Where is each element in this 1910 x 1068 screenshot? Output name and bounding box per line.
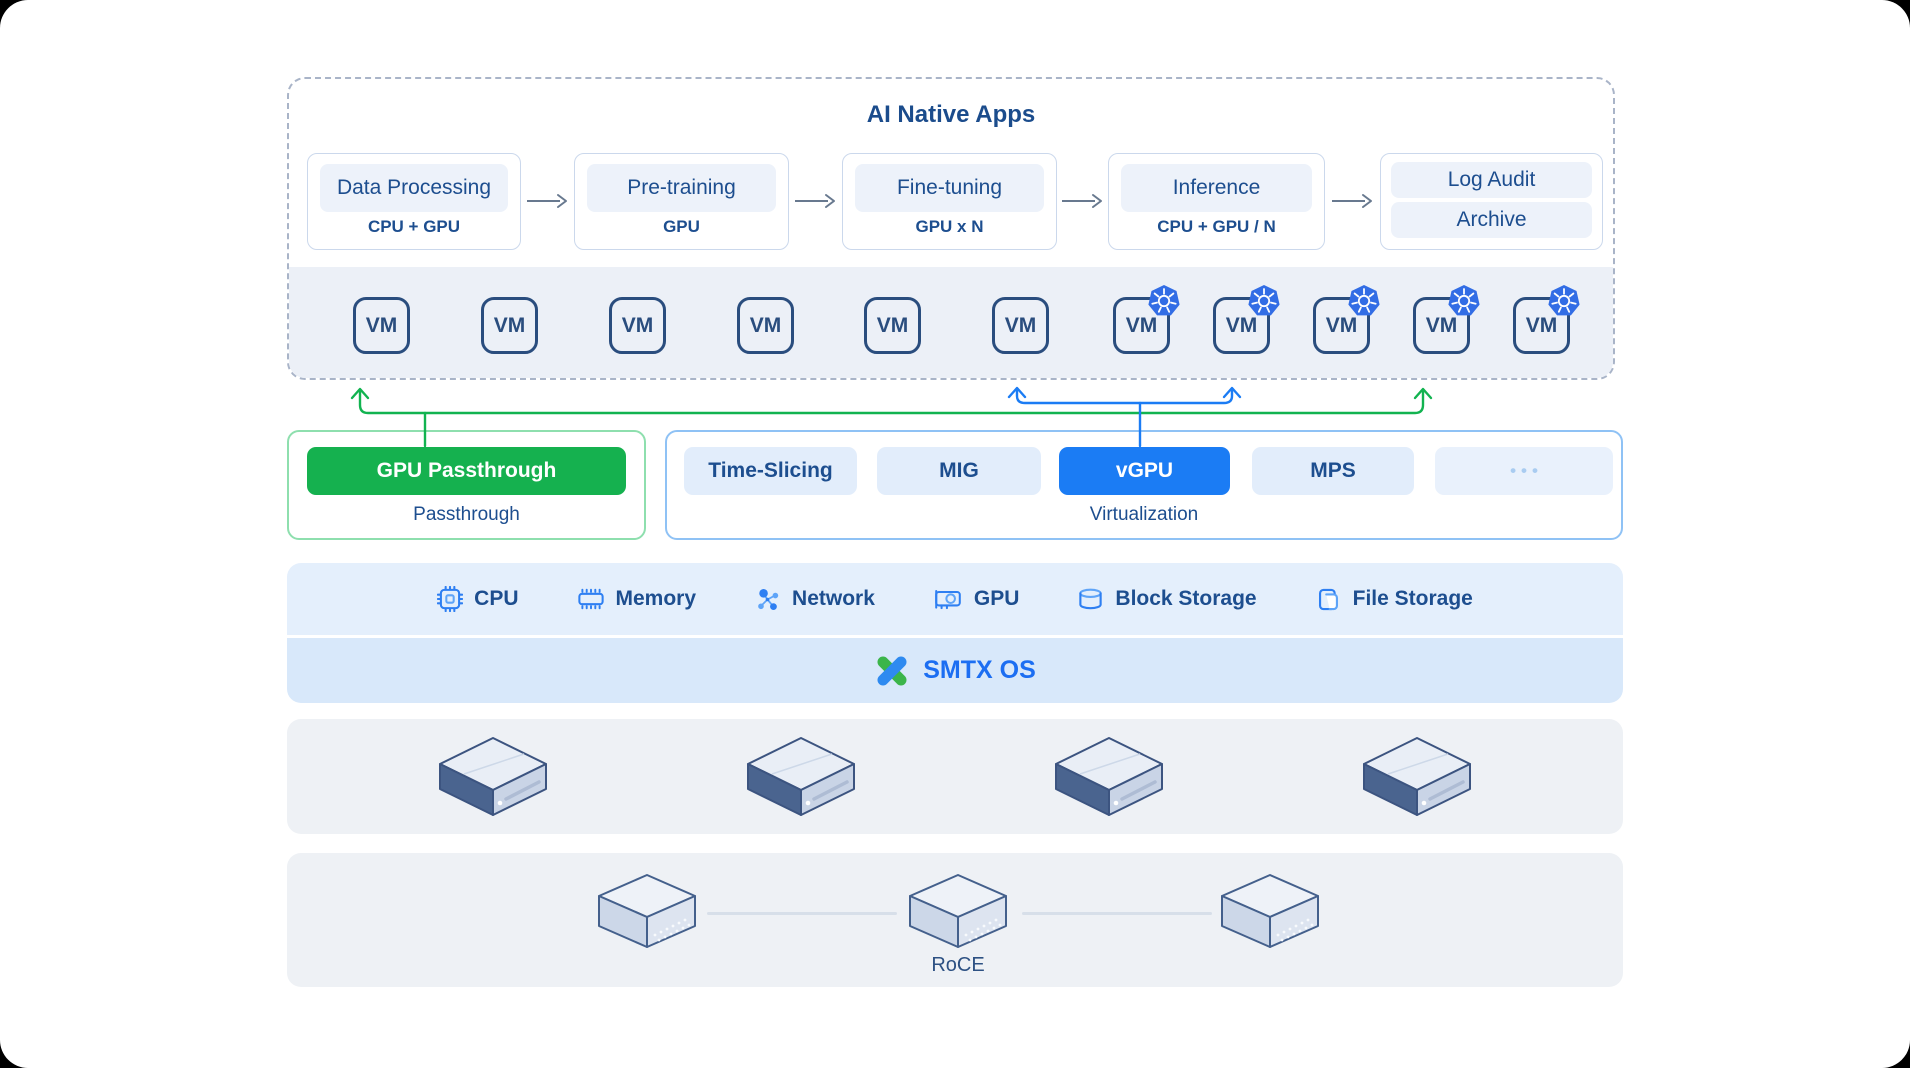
file-storage-icon: [1318, 588, 1338, 610]
stage-label: Archive: [1391, 202, 1592, 238]
vm-label: VM: [1125, 313, 1158, 337]
flow-arrow-icon: [1062, 194, 1102, 208]
virtualization-group-label: Virtualization: [1089, 504, 1199, 525]
stage-pre-training: Pre-training GPU: [574, 153, 789, 250]
stage-label: Log Audit: [1391, 162, 1592, 198]
resource-cpu: CPU: [437, 586, 519, 612]
switch-icon: [598, 874, 696, 948]
vm-box: VM: [353, 297, 410, 354]
stage-subtitle: CPU + GPU / N: [1157, 217, 1276, 236]
stage-label: Data Processing: [320, 164, 508, 212]
vm-box-kubernetes: VM: [1413, 285, 1480, 354]
resource-block-storage: Block Storage: [1077, 586, 1257, 613]
cpu-icon: [437, 586, 464, 612]
network-icon: [758, 588, 779, 610]
resource-label: File Storage: [1352, 587, 1473, 610]
vm-label: VM: [493, 313, 526, 337]
passthrough-group-label: Passthrough: [413, 504, 520, 525]
resource-gpu: GPU: [933, 586, 1020, 612]
vm-label: VM: [365, 313, 398, 337]
resource-file-storage: File Storage: [1315, 586, 1473, 613]
server-icon: [747, 736, 855, 816]
network-band: RoCE: [287, 853, 1623, 987]
resource-label: Block Storage: [1115, 587, 1257, 610]
network-link-line: [1022, 912, 1212, 915]
switch-icon: [909, 874, 1007, 948]
kubernetes-icon: [1248, 285, 1280, 316]
vm-box: VM: [992, 297, 1049, 354]
vm-box-kubernetes: VM: [1313, 285, 1380, 354]
stage-data-processing: Data Processing CPU + GPU: [307, 153, 521, 250]
flow-arrow-icon: [795, 194, 835, 208]
option-mps[interactable]: MPS: [1252, 447, 1414, 495]
vm-label: VM: [1225, 313, 1258, 337]
flow-arrow-icon: [1332, 194, 1372, 208]
virtualization-group: Time-Slicing MIG vGPU MPS ••• Virtualiza…: [665, 430, 1623, 540]
gpu-passthrough-button[interactable]: GPU Passthrough: [307, 447, 626, 495]
vm-label: VM: [621, 313, 654, 337]
panel-title: AI Native Apps: [866, 101, 1036, 128]
server-icon: [439, 736, 547, 816]
smtx-logo-icon: [877, 656, 907, 685]
server-icon: [1363, 736, 1471, 816]
option-mig[interactable]: MIG: [877, 447, 1041, 495]
resource-network: Network: [754, 586, 875, 613]
os-name: SMTX OS: [923, 656, 1036, 684]
vm-box-kubernetes: VM: [1513, 285, 1580, 354]
vm-label: VM: [1425, 313, 1458, 337]
resources-band: CPU Memory Network GPU Block Storage Fil…: [287, 563, 1623, 635]
vm-box: VM: [737, 297, 794, 354]
server-icon: [1055, 736, 1163, 816]
vm-box: VM: [609, 297, 666, 354]
stage-subtitle: CPU + GPU: [367, 217, 461, 236]
passthrough-group: GPU Passthrough Passthrough: [287, 430, 646, 540]
stage-label: Fine-tuning: [855, 164, 1044, 212]
vm-label: VM: [1325, 313, 1358, 337]
block-storage-icon: [1079, 588, 1103, 609]
kubernetes-icon: [1348, 285, 1380, 316]
stage-subtitle: GPU x N: [915, 217, 984, 236]
resource-label: CPU: [474, 587, 519, 610]
stage-label: Pre-training: [587, 164, 776, 212]
vm-label: VM: [876, 313, 909, 337]
os-band: SMTX OS: [287, 638, 1623, 703]
kubernetes-icon: [1148, 285, 1180, 316]
resource-label: GPU: [973, 587, 1020, 610]
option-more[interactable]: •••: [1435, 447, 1613, 495]
resource-label: Network: [792, 587, 875, 610]
network-link-line: [707, 912, 897, 915]
network-label: RoCE: [931, 954, 985, 976]
kubernetes-icon: [1448, 285, 1480, 316]
gpu-icon: [935, 589, 961, 610]
ai-native-apps-panel: AI Native Apps Data Processing CPU + GPU…: [287, 77, 1615, 380]
servers-band: [287, 719, 1623, 834]
stage-log-audit-archive: Log Audit Archive: [1380, 153, 1603, 250]
resource-label: Memory: [615, 587, 697, 610]
resource-memory: Memory: [577, 586, 697, 612]
vm-label: VM: [1004, 313, 1037, 337]
memory-icon: [577, 588, 604, 610]
stage-fine-tuning: Fine-tuning GPU x N: [842, 153, 1057, 250]
stage-inference: Inference CPU + GPU / N: [1108, 153, 1325, 250]
kubernetes-icon: [1548, 285, 1580, 316]
option-time-slicing[interactable]: Time-Slicing: [684, 447, 857, 495]
flow-arrow-icon: [527, 194, 567, 208]
option-vgpu[interactable]: vGPU: [1059, 447, 1230, 495]
vm-box-kubernetes: VM: [1213, 285, 1280, 354]
vm-box-kubernetes: VM: [1113, 285, 1180, 354]
vm-box: VM: [481, 297, 538, 354]
switch-icon: [1221, 874, 1319, 948]
vm-strip: [289, 267, 1613, 378]
vm-label: VM: [749, 313, 782, 337]
vm-label: VM: [1525, 313, 1558, 337]
vm-box: VM: [864, 297, 921, 354]
stage-subtitle: GPU: [663, 217, 700, 236]
stage-label: Inference: [1121, 164, 1312, 212]
